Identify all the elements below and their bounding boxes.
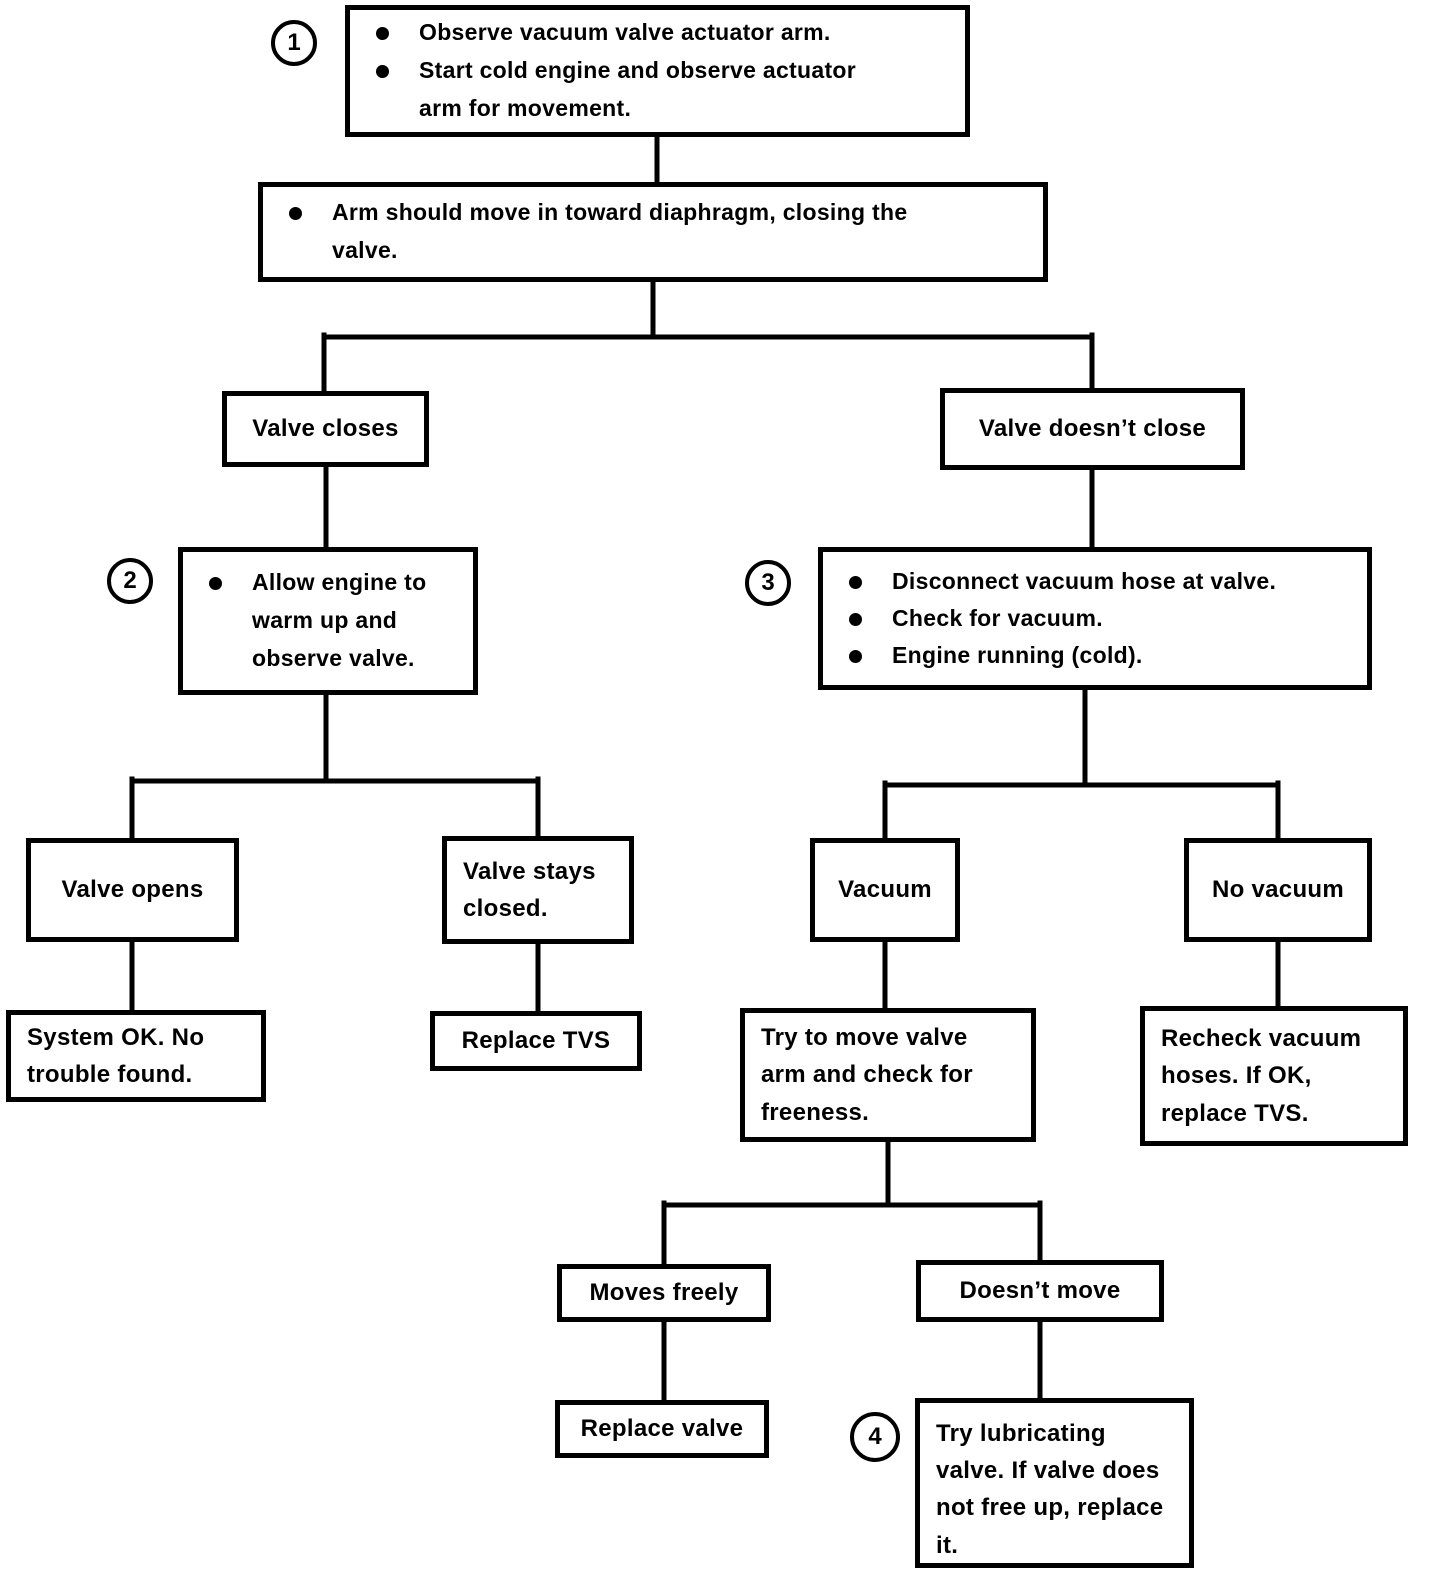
step-4-number-badge: 4 xyxy=(850,1412,900,1462)
bullet-icon xyxy=(849,613,862,627)
step-2-number-badge: 2 xyxy=(107,558,153,604)
node-vacuum: Vacuum xyxy=(810,838,960,942)
node-replace-valve: Replace valve xyxy=(555,1400,769,1458)
bullet-text: Check for vacuum. xyxy=(892,605,1103,632)
bullet-item: Start cold engine and observe actuator a… xyxy=(364,52,951,128)
bullet-text: Start cold engine and observe actuator a… xyxy=(419,57,857,121)
node-replace-tvs: Replace TVS xyxy=(430,1011,642,1071)
node-try-to-move: Try to move valve arm and check for free… xyxy=(740,1008,1036,1142)
node-recheck-hoses: Recheck vacuum hoses. If OK, replace TVS… xyxy=(1140,1006,1408,1146)
node-valve-opens: Valve opens xyxy=(26,838,239,942)
node-valve-doesnt-close: Valve doesn’t close xyxy=(940,388,1245,470)
node-step2: Allow engine to warm up and observe valv… xyxy=(178,547,478,695)
bullet-icon xyxy=(376,65,389,79)
node-system-ok: System OK. No trouble found. xyxy=(6,1010,266,1102)
bullet-item: Engine running (cold). xyxy=(837,637,1353,674)
bullet-item: Allow engine to warm up and observe valv… xyxy=(197,564,459,678)
bullet-icon xyxy=(849,649,862,663)
bullet-icon xyxy=(376,27,389,41)
bullet-icon xyxy=(289,207,302,221)
bullet-text: Arm should move in toward diaphragm, clo… xyxy=(332,199,908,263)
bullet-item: Check for vacuum. xyxy=(837,600,1353,637)
step-3-number-badge: 3 xyxy=(745,560,791,606)
node-step1: Observe vacuum valve actuator arm. Start… xyxy=(345,5,970,137)
node-step4: Try lubricating valve. If valve does not… xyxy=(915,1398,1194,1568)
bullet-text: Observe vacuum valve actuator arm. xyxy=(419,19,831,46)
bullet-text: Allow engine to warm up and observe valv… xyxy=(252,569,427,671)
node-valve-closes: Valve closes xyxy=(222,391,429,467)
node-moves-freely: Moves freely xyxy=(557,1264,771,1322)
node-expected-result: Arm should move in toward diaphragm, clo… xyxy=(258,182,1048,282)
bullet-icon xyxy=(849,576,862,590)
node-no-vacuum: No vacuum xyxy=(1184,838,1372,942)
bullet-item: Disconnect vacuum hose at valve. xyxy=(837,563,1353,600)
bullet-icon xyxy=(209,577,222,591)
bullet-text: Engine running (cold). xyxy=(892,641,1143,668)
node-step3: Disconnect vacuum hose at valve. Check f… xyxy=(818,547,1372,690)
step-1-number-badge: 1 xyxy=(271,20,317,66)
bullet-text: Disconnect vacuum hose at valve. xyxy=(892,568,1277,595)
node-doesnt-move: Doesn’t move xyxy=(916,1260,1164,1322)
node-valve-stays-closed: Valve stays closed. xyxy=(442,836,634,944)
bullet-item: Arm should move in toward diaphragm, clo… xyxy=(277,194,1029,270)
bullet-item: Observe vacuum valve actuator arm. xyxy=(364,14,951,52)
